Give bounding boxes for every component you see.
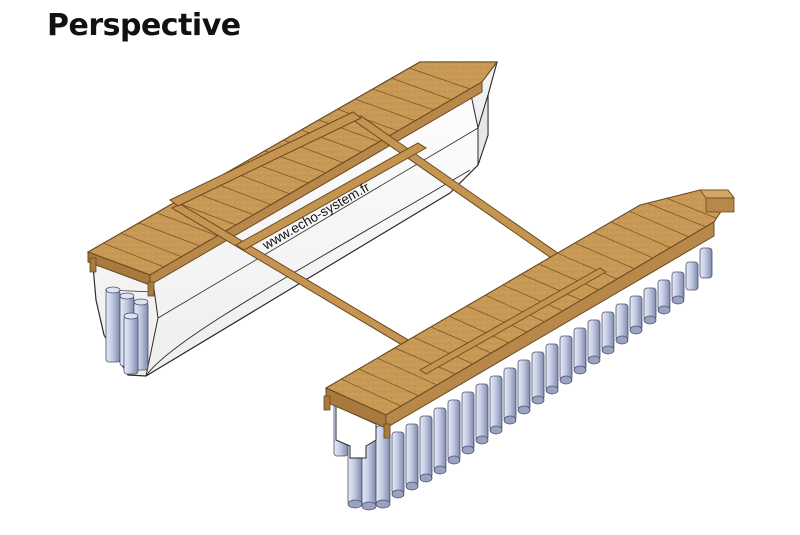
left-deck bbox=[86, 61, 499, 297]
page-title: Perspective bbox=[47, 8, 241, 43]
left-float-tubes bbox=[105, 286, 149, 375]
right-float-tubes bbox=[333, 247, 713, 511]
right-deck bbox=[323, 189, 735, 439]
connecting-frame bbox=[169, 111, 609, 377]
